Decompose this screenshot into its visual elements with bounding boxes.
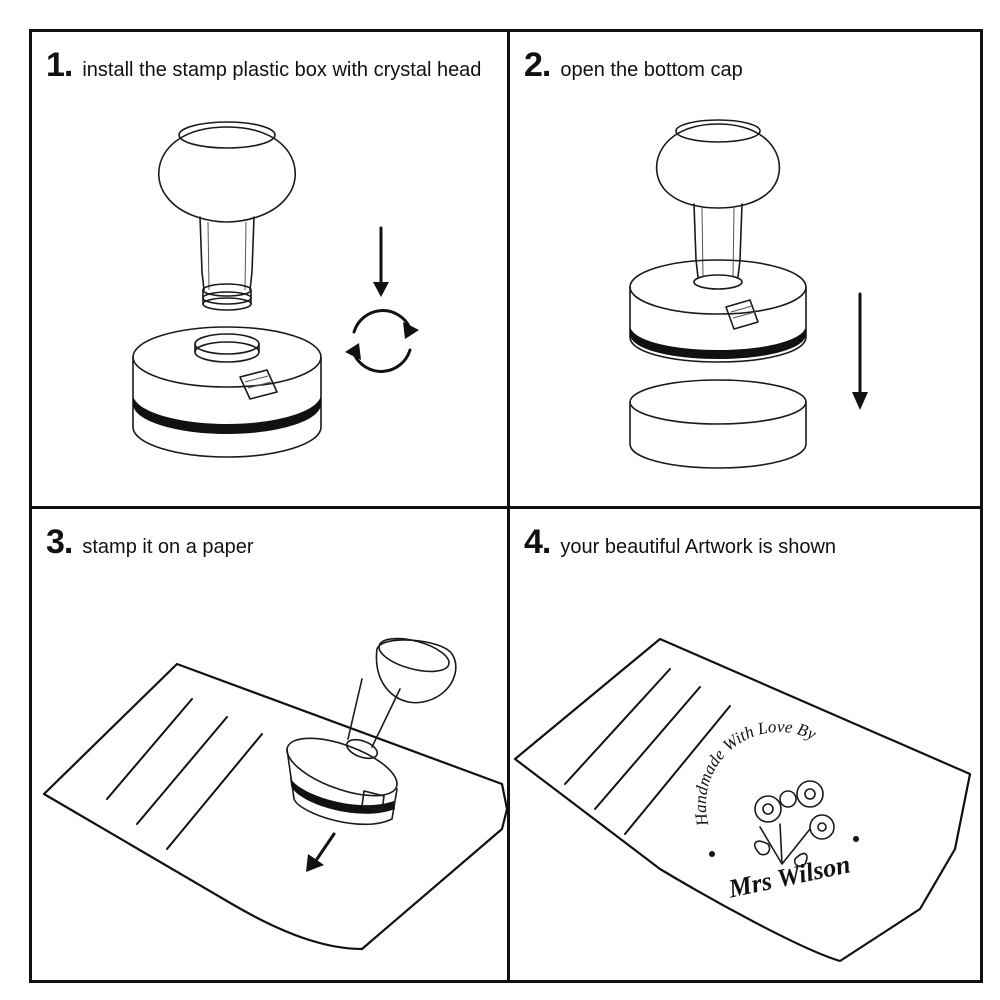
instruction-board: 1. install the stamp plastic box with cr… <box>29 29 983 983</box>
step-2-caption: 2. open the bottom cap <box>524 46 743 85</box>
step-1-number: 1. <box>46 46 73 84</box>
step-4-illustration: Handmade With Love By Mrs Wilson <box>513 637 972 963</box>
step-4-caption: 4. your beautiful Artwork is shown <box>524 523 836 562</box>
rotate-icon <box>345 309 419 373</box>
step-4-number: 4. <box>524 523 551 561</box>
paper-sheet <box>42 662 507 951</box>
stamp-pressing <box>286 637 457 826</box>
panel-divider-horizontal <box>32 506 980 509</box>
arrow-down-icon <box>373 226 389 297</box>
step-3-text: stamp it on a paper <box>82 536 254 558</box>
arrow-down-icon <box>852 292 868 410</box>
bottom-cap <box>629 379 807 469</box>
step-4-panel: Handmade With Love By Mrs Wilson <box>510 509 985 983</box>
step-1-text: install the stamp plastic box with cryst… <box>82 59 482 81</box>
stamp-handle <box>158 121 296 311</box>
step-4-text: your beautiful Artwork is shown <box>560 536 837 558</box>
step-2-text: open the bottom cap <box>560 59 743 81</box>
dot-left <box>709 851 715 857</box>
paper-sheet <box>513 637 972 963</box>
flower-bouquet-icon <box>753 780 835 867</box>
step-1-caption: 1. install the stamp plastic box with cr… <box>46 46 481 85</box>
step-1-illustration <box>132 121 419 458</box>
stamp-assembled <box>629 119 807 363</box>
arrow-down-icon <box>306 832 336 872</box>
dot-right <box>853 836 859 842</box>
step-1-panel: 1. install the stamp plastic box with cr… <box>32 32 507 506</box>
step-3-caption: 3. stamp it on a paper <box>46 523 254 562</box>
step-3-illustration <box>42 637 507 951</box>
step-2-number: 2. <box>524 46 551 84</box>
step-3-number: 3. <box>46 523 73 561</box>
step-3-panel: 3. stamp it on a paper <box>32 509 507 983</box>
paper-lines <box>564 668 731 835</box>
step-2-illustration <box>629 119 868 469</box>
step-2-panel: 2. open the bottom cap <box>510 32 985 506</box>
stamp-box-base <box>132 326 322 458</box>
paper-lines <box>106 698 263 850</box>
